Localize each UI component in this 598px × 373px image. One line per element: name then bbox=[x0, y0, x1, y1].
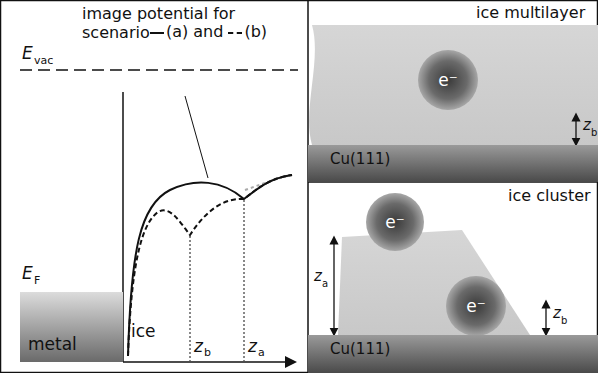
potential-curve-a bbox=[128, 175, 292, 356]
axis-mark: z bbox=[194, 337, 203, 356]
subscript: b bbox=[561, 315, 567, 326]
electron: e⁻ bbox=[446, 276, 506, 336]
potential-curve-b bbox=[128, 175, 292, 356]
subscript: b bbox=[591, 127, 597, 138]
dimension-label: z bbox=[314, 268, 322, 285]
dimension-label: z bbox=[553, 305, 561, 322]
leader-line bbox=[185, 96, 208, 178]
energy-symbol: E bbox=[22, 44, 33, 63]
node-text: metal bbox=[28, 334, 77, 354]
zb-marker bbox=[190, 236, 191, 361]
dimension-arrow bbox=[545, 302, 546, 334]
axis bbox=[123, 361, 294, 363]
legend-sample bbox=[228, 32, 242, 34]
legend-sample bbox=[150, 32, 164, 34]
metal-block: metal bbox=[20, 292, 123, 362]
divider bbox=[307, 0, 309, 373]
dimension-arrow bbox=[333, 238, 334, 334]
panel-title: ice multilayer bbox=[476, 4, 585, 22]
legend-text: (a) bbox=[166, 23, 188, 41]
node-text: e⁻ bbox=[385, 212, 404, 232]
substrate-slab: Cu(111) bbox=[308, 145, 598, 182]
subscript: vac bbox=[34, 55, 53, 67]
axis-mark: z bbox=[248, 337, 257, 356]
dimension-arrow bbox=[575, 115, 576, 144]
node-text: e⁻ bbox=[466, 296, 485, 316]
node-text: e⁻ bbox=[438, 70, 457, 90]
vacuum-level bbox=[20, 69, 298, 70]
electron: e⁻ bbox=[366, 193, 424, 251]
legend-text: (b) bbox=[244, 23, 267, 41]
node-text: Cu(111) bbox=[330, 340, 390, 358]
electron: e⁻ bbox=[418, 50, 478, 110]
region-label: ice bbox=[131, 322, 156, 341]
ice-cluster bbox=[338, 230, 530, 335]
energy-symbol: E bbox=[22, 264, 33, 283]
subscript: b bbox=[204, 347, 211, 359]
ice-multilayer bbox=[309, 25, 598, 145]
node-text: Cu(111) bbox=[330, 150, 390, 168]
subscript: F bbox=[34, 275, 40, 287]
substrate-slab: Cu(111) bbox=[308, 335, 598, 373]
panel-title: ice cluster bbox=[508, 187, 591, 205]
annotation: and bbox=[193, 23, 223, 41]
dimension-label: z bbox=[583, 117, 591, 134]
subscript: a bbox=[258, 347, 265, 359]
za-marker bbox=[244, 200, 245, 361]
subscript: a bbox=[322, 278, 328, 289]
